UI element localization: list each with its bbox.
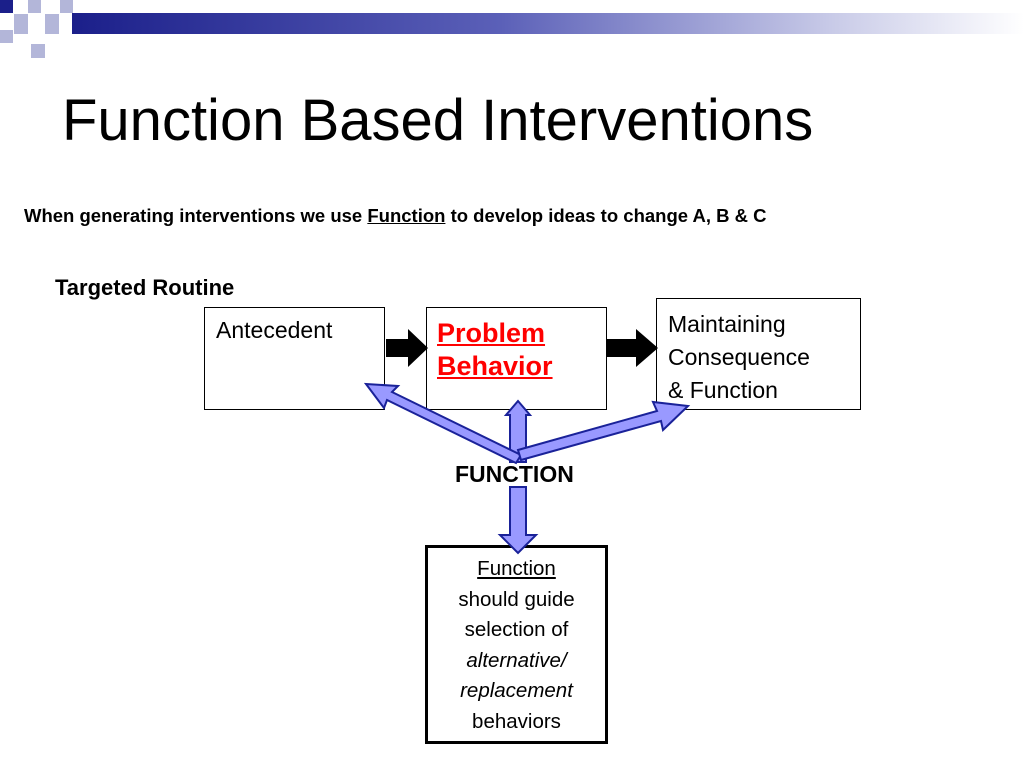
consequence-line3: & Function xyxy=(668,377,778,403)
function-guidance-line6: behaviors xyxy=(472,709,561,733)
function-guidance-line1: Function xyxy=(477,557,556,580)
flow-arrow-icon xyxy=(606,329,658,367)
problem-behavior-box xyxy=(426,307,607,410)
flow-arrow-icon xyxy=(386,329,428,367)
consequence-line2: Consequence xyxy=(668,344,810,370)
function-guidance-line3: selection of xyxy=(464,618,569,641)
header-band xyxy=(72,13,1024,34)
deco-square xyxy=(14,14,28,34)
problem-behavior-line1: Problem xyxy=(437,318,546,348)
function-label: FUNCTION xyxy=(455,461,574,487)
function-guidance-line5: replacement xyxy=(460,679,573,702)
subtitle-before: When generating interventions we use xyxy=(24,205,368,226)
deco-square xyxy=(31,44,45,58)
antecedent-label: Antecedent xyxy=(216,317,333,343)
problem-behavior-line2: Behavior xyxy=(437,351,553,381)
deco-square xyxy=(60,0,73,13)
problem-behavior-label: Problem Behavior xyxy=(437,317,553,383)
consequence-line1: Maintaining xyxy=(668,311,786,337)
function-down-arrow-icon xyxy=(497,486,539,555)
function-to-behavior-arrow-icon xyxy=(503,399,533,463)
deco-square xyxy=(0,0,13,13)
function-guidance-line4: alternative/ xyxy=(466,648,567,672)
consequence-box xyxy=(656,298,861,410)
function-guidance-line2: should guide xyxy=(458,587,575,611)
function-guidance-box xyxy=(425,545,608,744)
function-guidance-text: Function should guide selection of alter… xyxy=(428,554,605,737)
subtitle-function-emphasis: Function xyxy=(367,205,446,226)
subtitle-after: to develop ideas to change A, B & C xyxy=(445,205,767,226)
function-to-consequence-arrow-icon xyxy=(516,400,691,462)
function-to-antecedent-arrow-icon xyxy=(363,382,523,465)
antecedent-box xyxy=(204,307,385,410)
deco-square xyxy=(0,30,13,43)
slide-subtitle: When generating interventions we use Fun… xyxy=(24,205,767,227)
deco-square xyxy=(28,0,41,13)
slide-title: Function Based Interventions xyxy=(62,88,814,153)
consequence-label: Maintaining Consequence & Function xyxy=(668,308,810,407)
targeted-routine-label: Targeted Routine xyxy=(55,275,235,300)
deco-square xyxy=(45,14,59,34)
